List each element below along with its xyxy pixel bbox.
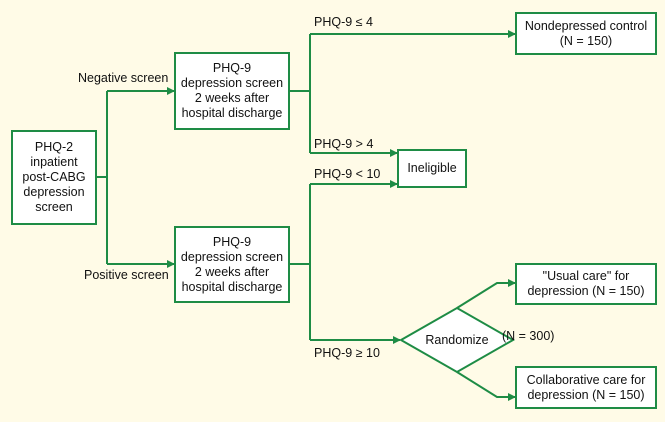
connector-lower-phq9-trunk	[290, 184, 311, 265]
nondepressed-control-text: Nondepressed control (N = 150)	[524, 18, 648, 48]
phq9-negative-box: PHQ-9 depression screen 2 weeks after ho…	[174, 52, 290, 130]
phq2-screen-box: PHQ-2 inpatient post-CABG depression scr…	[11, 130, 97, 225]
ineligible-box: Ineligible	[397, 149, 467, 188]
phq2-screen-text: PHQ-2 inpatient post-CABG depression scr…	[22, 140, 86, 214]
edge-label-n300: (N = 300)	[502, 329, 555, 343]
edge-label-phq9-lt10: PHQ-9 < 10	[314, 167, 381, 181]
edge-label-phq9-gt4: PHQ-9 > 4	[314, 137, 374, 151]
phq9-positive-box: PHQ-9 depression screen 2 weeks after ho…	[174, 226, 290, 303]
usual-care-text: "Usual care" for depression (N = 150)	[527, 269, 645, 298]
randomize-diamond	[398, 306, 516, 374]
arrow-to-usual-care	[456, 279, 516, 309]
randomize-label: Randomize	[425, 333, 489, 347]
collaborative-care-text: Collaborative care for depression (N = 1…	[526, 372, 646, 402]
edge-label-phq9-ge10: PHQ-9 ≥ 10	[314, 346, 380, 360]
connector-upper-phq9-trunk	[290, 34, 311, 92]
edge-label-phq9-le4: PHQ-9 ≤ 4	[314, 15, 373, 29]
ineligible-text: Ineligible	[407, 161, 457, 175]
phq9-negative-text: PHQ-9 depression screen 2 weeks after ho…	[180, 61, 284, 120]
nondepressed-control-box: Nondepressed control (N = 150)	[515, 12, 657, 55]
edge-label-negative-screen: Negative screen	[78, 71, 169, 85]
edge-label-positive-screen: Positive screen	[84, 268, 169, 282]
collaborative-care-box: Collaborative care for depression (N = 1…	[515, 366, 657, 409]
phq9-positive-text: PHQ-9 depression screen 2 weeks after ho…	[180, 234, 284, 294]
arrow-to-collaborative-care	[456, 371, 516, 401]
usual-care-box: "Usual care" for depression (N = 150)	[515, 263, 657, 305]
